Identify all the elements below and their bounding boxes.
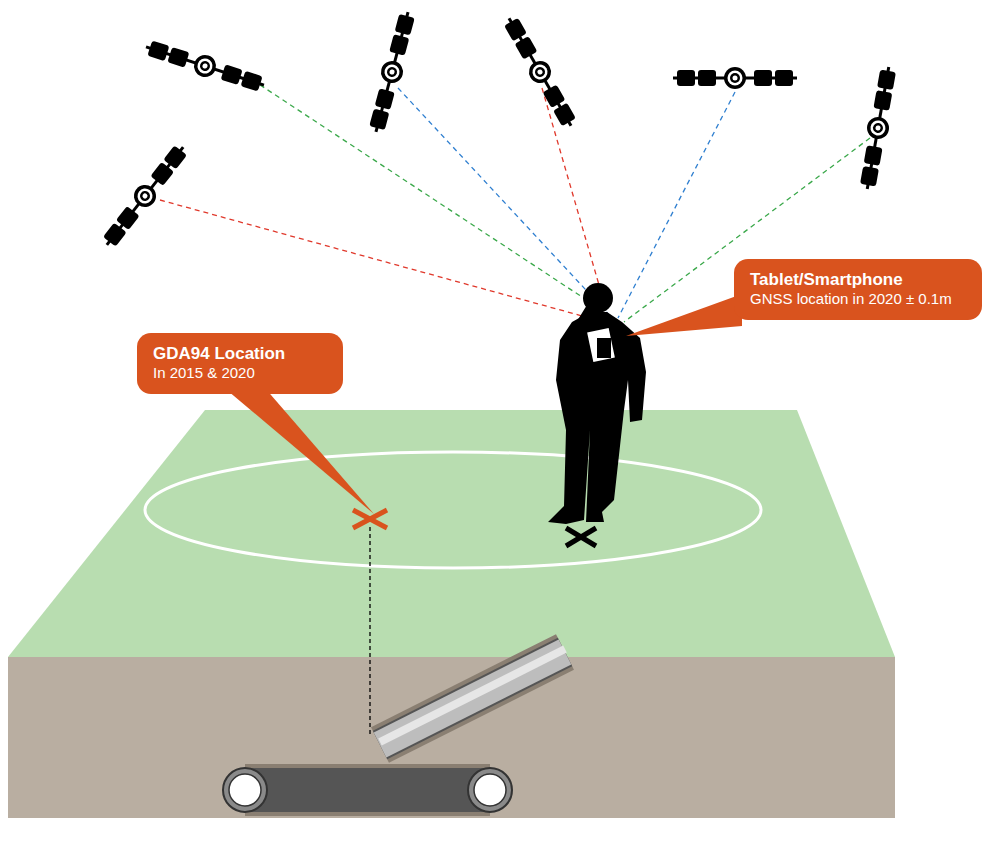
accuracy-circle — [145, 452, 761, 568]
callout-body: In 2015 & 2020 — [153, 364, 327, 383]
callout-heading: Tablet/Smartphone — [750, 269, 966, 290]
projection-line — [369, 527, 370, 735]
user-position-mark — [566, 528, 596, 546]
callout-box: GDA94 LocationIn 2015 & 2020 — [137, 333, 343, 394]
ground-surface — [8, 410, 895, 657]
callout-tail — [626, 294, 742, 336]
satellites — [98, 9, 899, 251]
callout-body: GNSS location in 2020 ± 0.1m — [750, 290, 966, 309]
callout-tail — [215, 380, 374, 514]
gda94-position-mark — [353, 510, 387, 528]
callout-heading: GDA94 Location — [153, 343, 327, 364]
pipe-network — [223, 649, 565, 812]
callout-box: Tablet/SmartphoneGNSS location in 2020 ±… — [734, 259, 982, 320]
soil-face — [8, 657, 895, 818]
person-silhouette — [548, 283, 646, 524]
